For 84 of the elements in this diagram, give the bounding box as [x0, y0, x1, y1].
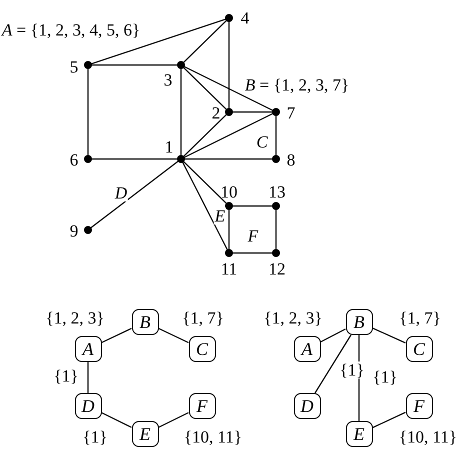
vertex-dot [225, 249, 233, 257]
set-label: B = {1, 2, 3, 7} [244, 76, 350, 94]
edge-line [372, 412, 406, 428]
node-box: E [132, 421, 158, 447]
node-box: D [294, 393, 320, 419]
edge-label: {1} [82, 428, 108, 446]
node-box: F [188, 393, 216, 419]
edge-line [228, 20, 230, 110]
vertex-dot [272, 155, 280, 163]
vertex-dot [84, 61, 92, 69]
edge-line [182, 65, 274, 112]
edge-label: {1, 2, 3} [44, 310, 106, 326]
vertex-number: 4 [240, 10, 250, 26]
edge-line [101, 328, 132, 344]
edge-line [87, 362, 89, 393]
edge-label: {10, 11} [398, 428, 458, 446]
node-box: B [346, 309, 372, 335]
vertex-dot [177, 61, 185, 69]
edge-line [182, 160, 228, 206]
vertex-dot [272, 202, 280, 210]
edge-label: {1, 7} [398, 310, 442, 326]
edge-line [182, 112, 274, 159]
node-box: E [346, 421, 372, 447]
edge-label: {1} [338, 362, 366, 378]
vertex-dot [177, 155, 185, 163]
region-label: C [255, 134, 269, 150]
vertex-dot [272, 108, 280, 116]
edge-label: {1} [52, 368, 80, 384]
vertex-dot [225, 14, 233, 22]
edge-label: {10, 11} [182, 428, 244, 446]
vertex-number: 12 [268, 260, 286, 278]
edge-line [89, 160, 180, 230]
edge-line [87, 67, 89, 157]
vertex-number: 10 [220, 184, 238, 200]
edge-line [231, 111, 274, 113]
node-box: A [294, 336, 320, 362]
vertex-number: 7 [286, 104, 296, 122]
edge-line [182, 18, 228, 64]
edge-line [372, 328, 406, 344]
vertex-dot [225, 108, 233, 116]
vertex-number: 13 [268, 184, 286, 200]
vertex-number: 8 [286, 152, 296, 168]
edge-line [275, 208, 277, 251]
vertex-dot [272, 249, 280, 257]
set-label: A = {1, 2, 3, 4, 5, 6} [0, 22, 142, 38]
region-label: F [246, 228, 260, 244]
edge-line [158, 328, 189, 344]
edge-line [90, 18, 228, 65]
region-label: E [214, 208, 226, 224]
vertex-dot [225, 202, 233, 210]
edge-line [181, 160, 229, 252]
edge-line [182, 66, 228, 112]
region-label: D [114, 184, 128, 202]
edge-label: {1} [372, 368, 398, 386]
vertex-number: 5 [70, 58, 78, 76]
edge-line [158, 412, 189, 428]
edge-line [90, 64, 179, 66]
edge-line [314, 334, 352, 394]
edge-line [231, 205, 274, 207]
node-box: F [406, 393, 432, 419]
vertex-number: 11 [220, 260, 238, 278]
vertex-number: 6 [70, 152, 78, 168]
vertex-dot [84, 226, 92, 234]
vertex-number: 2 [212, 104, 220, 122]
edge-label: {1, 7} [181, 310, 225, 326]
edge-line [231, 252, 274, 254]
edge-line [180, 67, 182, 157]
edge-line [320, 328, 346, 343]
vertex-dot [84, 155, 92, 163]
node-box: A [74, 336, 102, 362]
edge-line [101, 412, 132, 428]
edge-line [228, 208, 230, 251]
node-box: D [74, 393, 102, 419]
vertex-number: 9 [70, 222, 78, 240]
edge-line [275, 114, 277, 157]
edge-line [183, 158, 274, 160]
edge-label: {1, 2, 3} [262, 310, 324, 326]
node-box: B [132, 309, 158, 335]
node-box: C [406, 336, 432, 362]
vertex-number: 1 [164, 138, 174, 156]
edge-line [90, 158, 179, 160]
edge-line [182, 112, 228, 158]
vertex-number: 3 [164, 72, 172, 88]
node-box: C [188, 336, 216, 362]
